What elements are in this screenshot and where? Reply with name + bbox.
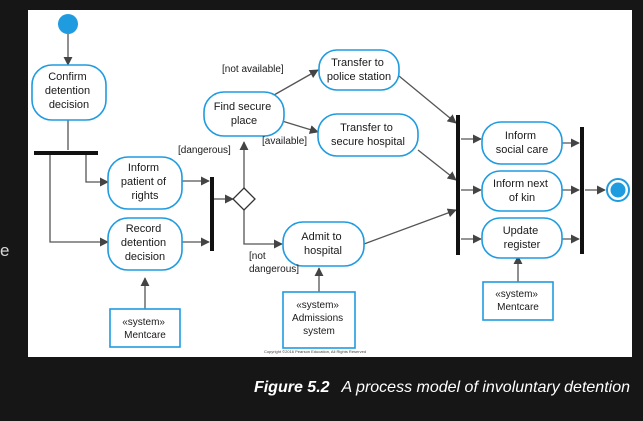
action-node-police [318,49,400,91]
node-label-confirm: Confirm detention decision [45,71,93,111]
cropped-slide-text: e [0,241,10,260]
flow-edge [281,120,319,134]
flow-edge [398,75,457,124]
system-box-mentcare-right [482,281,554,321]
action-node-hospital-transfer [317,113,419,157]
node-label-admit: Admit to hospital [301,231,344,257]
flow-edge [49,154,109,247]
system-label-admissions: «system» Admissions system [292,300,346,337]
action-node-confirm [31,64,107,121]
node-label-social: Inform social care [496,130,549,156]
fork-bar [34,151,98,155]
fork-bar-right [456,115,460,255]
node-label-next-of-kin: Inform next of kin [493,178,551,204]
caption-title: A process model of involuntary detention [341,379,630,396]
guard-not-dangerous-1: [not [249,251,266,262]
join-bar [210,177,214,251]
start-node-icon [58,14,78,34]
flow-edge [273,69,319,96]
node-label-hospital-transfer: Transfer to secure hospital [331,122,405,148]
flow-edge [243,210,283,249]
flow-edge [363,208,457,245]
decision-diamond-icon [232,187,256,211]
guard-dangerous: [dangerous] [178,145,231,156]
activity-diagram: Confirm detention decision Inform patien… [31,14,630,354]
node-label-inform-patient: Inform patient of rights [121,162,169,202]
guard-available: [available] [262,136,307,147]
copyright-notice: Copyright ©2016 Pearson Education, All R… [264,349,366,354]
system-box-mentcare-left [109,308,181,348]
figure-caption: Figure 5.2 A process model of involuntar… [130,368,630,408]
flow-edge [85,154,109,187]
action-node-find-place [203,91,285,137]
node-label-police: Transfer to police station [327,57,391,83]
join-bar-right [580,127,584,254]
action-node-register [481,217,563,259]
node-label-register: Update register [503,225,542,251]
activity-diagram-figure: Confirm detention decision Inform patien… [28,10,632,357]
node-label-record: Record detention decision [121,223,169,263]
guard-not-available: [not available] [222,64,284,75]
system-box-admissions [282,291,356,349]
guard-not-dangerous-2: dangerous] [249,264,299,275]
action-node-admit [282,221,365,267]
flow-edge [417,149,457,181]
action-node-record [107,217,183,271]
end-node-core-icon [610,182,626,198]
system-label-mentcare-left: «system» Mentcare [122,317,168,341]
action-node-inform-patient [107,156,183,210]
action-node-social [481,121,563,165]
caption-number: Figure 5.2 [253,379,330,396]
node-label-find-place: Find secure place [214,101,275,127]
action-node-next-of-kin [481,170,563,212]
system-label-mentcare-right: «system» Mentcare [495,289,541,313]
